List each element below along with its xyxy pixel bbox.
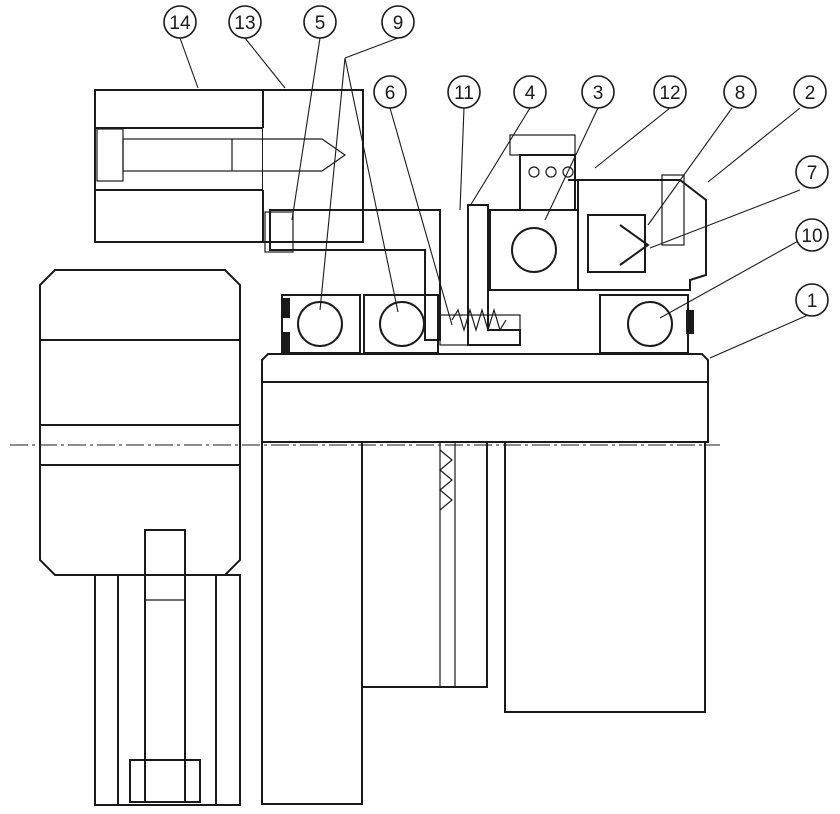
inner-race <box>261 353 709 443</box>
housing <box>269 204 521 346</box>
balloon-3: 3 <box>581 75 615 109</box>
bearing-centre <box>489 209 579 291</box>
svg-text:12: 12 <box>659 83 680 104</box>
balloon-5: 5 <box>303 5 337 39</box>
balloon-12: 12 <box>653 75 687 109</box>
balloon-7: 7 <box>795 155 829 189</box>
svg-text:13: 13 <box>234 13 255 34</box>
svg-text:6: 6 <box>385 83 396 104</box>
balloon-8: 8 <box>723 75 757 109</box>
balloon-4: 4 <box>513 75 547 109</box>
flange <box>262 89 364 253</box>
balloon-10: 10 <box>795 218 829 252</box>
svg-text:7: 7 <box>807 163 818 184</box>
svg-text:2: 2 <box>805 83 816 104</box>
left-gear <box>39 269 241 806</box>
svg-text:11: 11 <box>454 83 474 104</box>
leader-lines <box>179 37 809 359</box>
balloon-6: 6 <box>373 75 407 109</box>
balloon-2: 2 <box>793 75 827 109</box>
spring <box>439 307 521 346</box>
bearings-left <box>281 294 439 354</box>
balloon-14: 14 <box>163 5 197 39</box>
svg-text:9: 9 <box>393 13 404 34</box>
svg-text:3: 3 <box>593 83 604 104</box>
svg-text:10: 10 <box>801 226 822 247</box>
bearing-right <box>599 294 694 354</box>
svg-text:4: 4 <box>525 83 536 104</box>
svg-text:1: 1 <box>807 291 818 312</box>
svg-text:5: 5 <box>315 13 326 34</box>
balloon-1: 1 <box>795 283 829 317</box>
balloon-11: 11 <box>447 75 481 109</box>
svg-text:8: 8 <box>735 83 746 104</box>
balloon-9: 9 <box>381 5 415 39</box>
lower-body <box>261 441 706 805</box>
balloon-13: 13 <box>228 5 262 39</box>
svg-text:14: 14 <box>169 13 191 34</box>
outer-housing <box>509 134 707 291</box>
